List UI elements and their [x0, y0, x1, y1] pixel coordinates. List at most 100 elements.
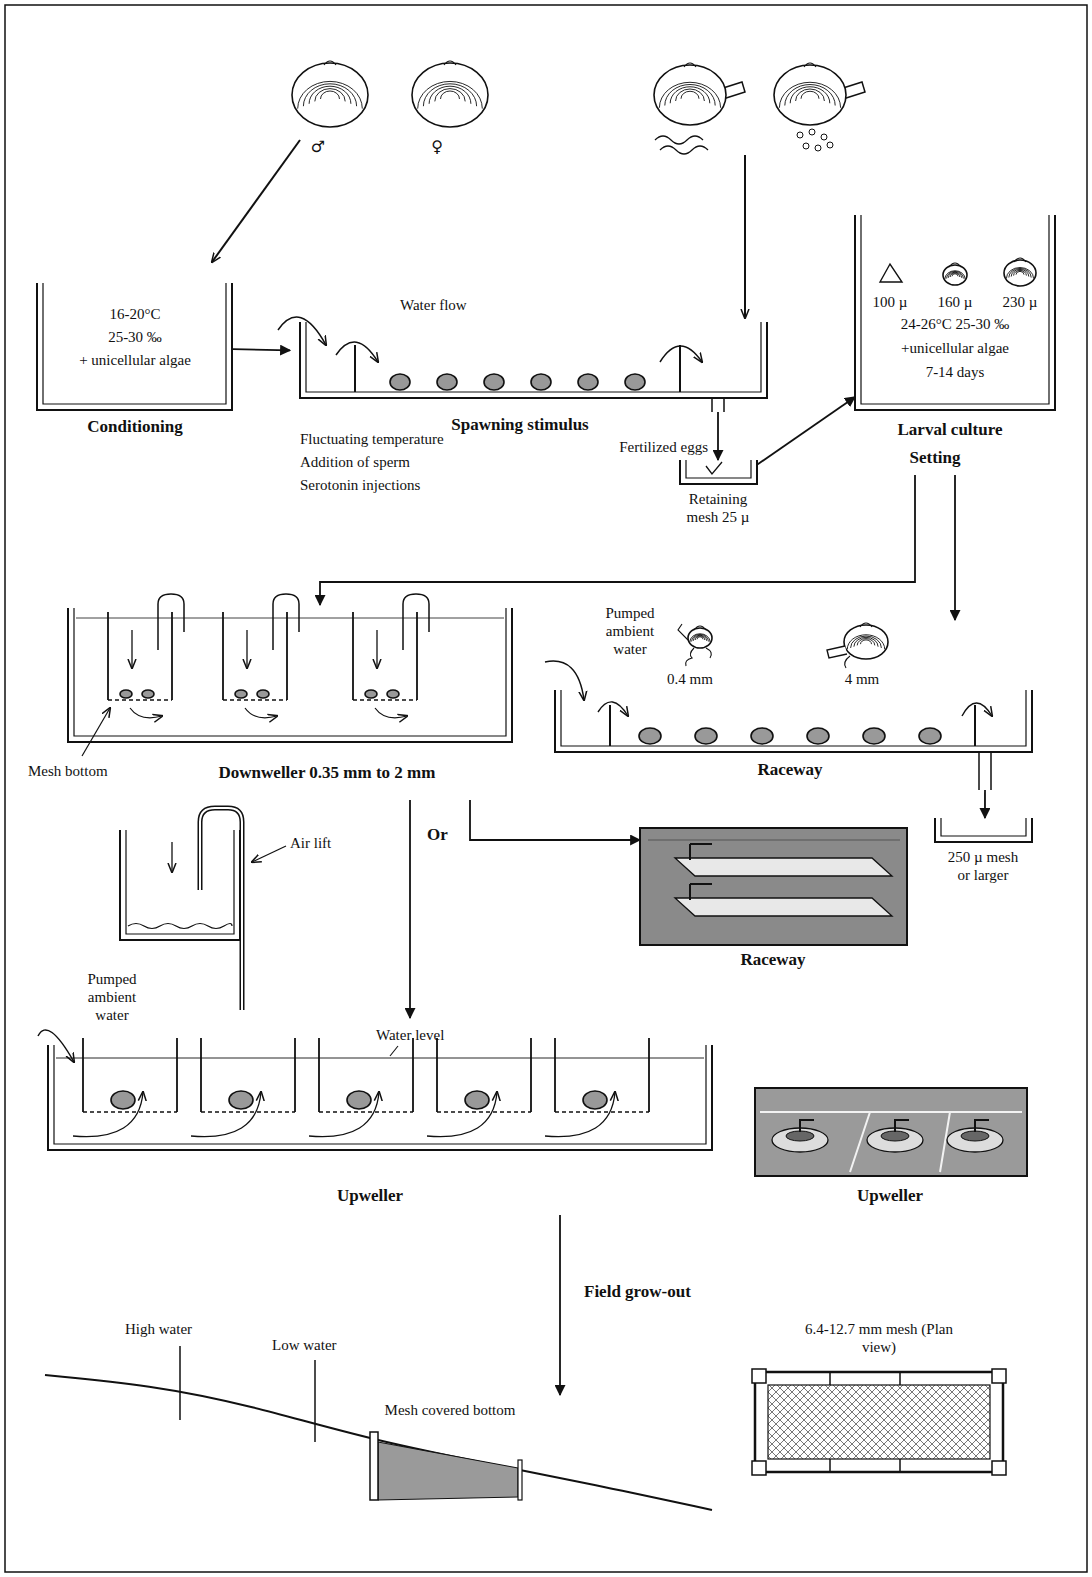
water-pipe [690, 884, 712, 900]
flow-arrow [320, 475, 915, 605]
node-text: 250 µ mesh or larger [941, 848, 1026, 884]
shell-ridge [851, 636, 882, 648]
shell-ridge [695, 636, 705, 640]
flow-arrow [744, 155, 746, 318]
clam-shell [412, 63, 488, 127]
mesh-bottom [83, 1111, 177, 1113]
upweller-tank-wall [54, 1045, 706, 1144]
clam-shell [465, 1091, 489, 1109]
clam-shell [347, 1091, 371, 1109]
shell-ridge [1006, 268, 1033, 279]
plot-stake [518, 1460, 522, 1500]
siphon [158, 594, 184, 650]
shell-ridge [1014, 270, 1027, 275]
flow-arrow [409, 800, 411, 1018]
clam-umbo [684, 63, 696, 67]
sex-symbol: ♂ [311, 138, 325, 156]
shell-ridge [321, 91, 340, 99]
shell-ridge [947, 271, 964, 278]
clam-umbo [860, 623, 872, 627]
egg [815, 145, 821, 151]
annotation: Water flow [400, 296, 467, 314]
flow-arrow [954, 475, 956, 620]
flow-arrow [212, 140, 300, 262]
shell-ridge [692, 635, 709, 642]
shell-ridge [665, 84, 715, 105]
clam-shell [695, 728, 717, 744]
upweller-silo [83, 1038, 177, 1112]
flow-arrow [470, 800, 640, 840]
clam-shell [688, 628, 712, 648]
upweller-silo [437, 1038, 531, 1112]
clam-shell [625, 374, 645, 390]
water-line [76, 618, 504, 619]
downweller-cylinder [223, 612, 287, 700]
shell-ridge [418, 81, 483, 108]
shell-ridge [423, 84, 476, 106]
node-heading: Setting [910, 448, 961, 468]
larval-foot [678, 624, 711, 666]
clam-shell [365, 690, 377, 698]
sperm [660, 146, 708, 154]
shell-ridge [952, 274, 958, 277]
upflow-arrow [73, 1092, 143, 1137]
downweller-tank-wall [74, 608, 506, 736]
raceway-photo: Raceway [640, 828, 907, 945]
clam-umbo [444, 61, 456, 65]
shell-ridge [790, 87, 830, 104]
airlift-tank-wall [120, 830, 240, 940]
flow-arrow [984, 790, 986, 818]
drain-pipe [979, 752, 991, 790]
water-flow-arrow [598, 702, 628, 716]
shell-ridge [861, 640, 872, 644]
mesh-bottom [223, 699, 287, 701]
water-flow-arrow [962, 703, 992, 716]
edge-label: Field grow-out [582, 1283, 693, 1301]
clam-shell [531, 374, 551, 390]
frame-slat [830, 1372, 900, 1472]
check-mark [706, 462, 722, 474]
upflow-arrow [427, 1092, 497, 1137]
page-frame [5, 5, 1087, 1572]
larval-culture-tank: 100 µ160 µ230 µ24-26°C 25-30 ‰+unicellul… [855, 215, 1055, 475]
leader-line [390, 1046, 398, 1056]
shell-ridge [435, 89, 465, 102]
shell-ridge [681, 91, 699, 99]
flow-arrow [171, 842, 172, 872]
clam-umbo [949, 263, 961, 267]
upflow-arrow [191, 1092, 261, 1137]
annotation: Pumped ambient water [81, 970, 143, 1024]
node-heading: Larval culture [898, 420, 1003, 440]
seed-layer [128, 924, 232, 929]
clam-shell [863, 728, 885, 744]
water-pipe [690, 844, 712, 860]
egg [821, 134, 827, 140]
conditioning-tank-wall [37, 283, 232, 410]
weir [354, 345, 356, 392]
downweller-cylinder [353, 612, 417, 700]
conditioning-tank-wall [43, 283, 226, 404]
clam-umbo [804, 63, 816, 67]
flow-arrow [717, 412, 719, 460]
egg [827, 142, 833, 148]
siphon [403, 594, 429, 650]
node-text: Retaining mesh 25 µ [678, 490, 758, 526]
shore-profile [45, 1375, 712, 1510]
shell-ridge [676, 89, 705, 101]
upweller-silo [201, 1038, 295, 1112]
mesh-bottom [319, 1111, 413, 1113]
clam-shell [774, 65, 846, 125]
plot-board [370, 1432, 378, 1500]
shell-ridge [785, 85, 835, 106]
upweller-photo: Upweller [755, 1088, 1027, 1176]
shell-ridge [847, 635, 884, 649]
annotation: Water level [376, 1026, 444, 1044]
node-heading: Raceway [740, 950, 805, 970]
node-heading: Raceway [757, 760, 822, 780]
flow-arrow [375, 708, 407, 718]
tide-mark [314, 1360, 316, 1442]
airlift-tube [200, 808, 242, 1010]
annotation: Addition of sperm [300, 453, 410, 471]
shell-ridge [950, 273, 960, 277]
